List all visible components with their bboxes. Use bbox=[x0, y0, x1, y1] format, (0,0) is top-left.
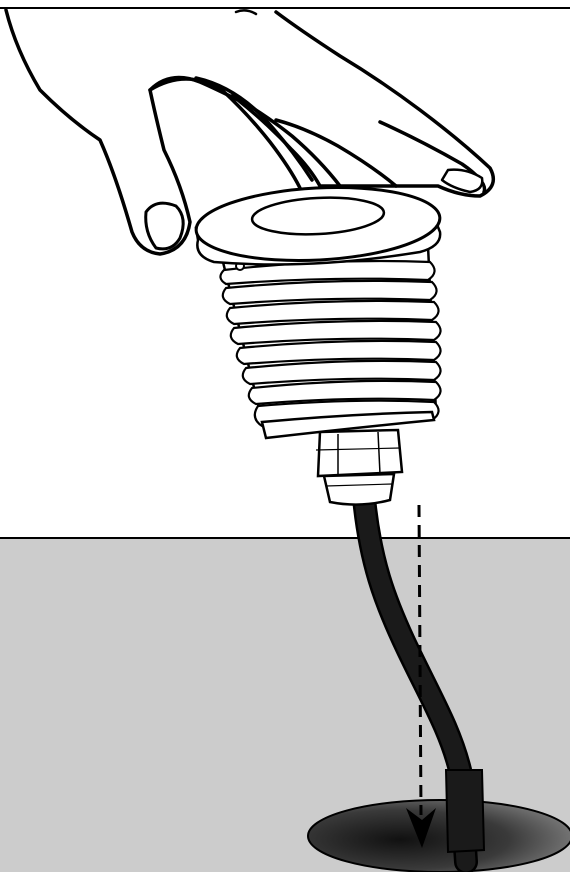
cable-gland bbox=[316, 430, 402, 505]
cooling-fins bbox=[220, 261, 440, 426]
mounting-hole bbox=[308, 800, 570, 872]
